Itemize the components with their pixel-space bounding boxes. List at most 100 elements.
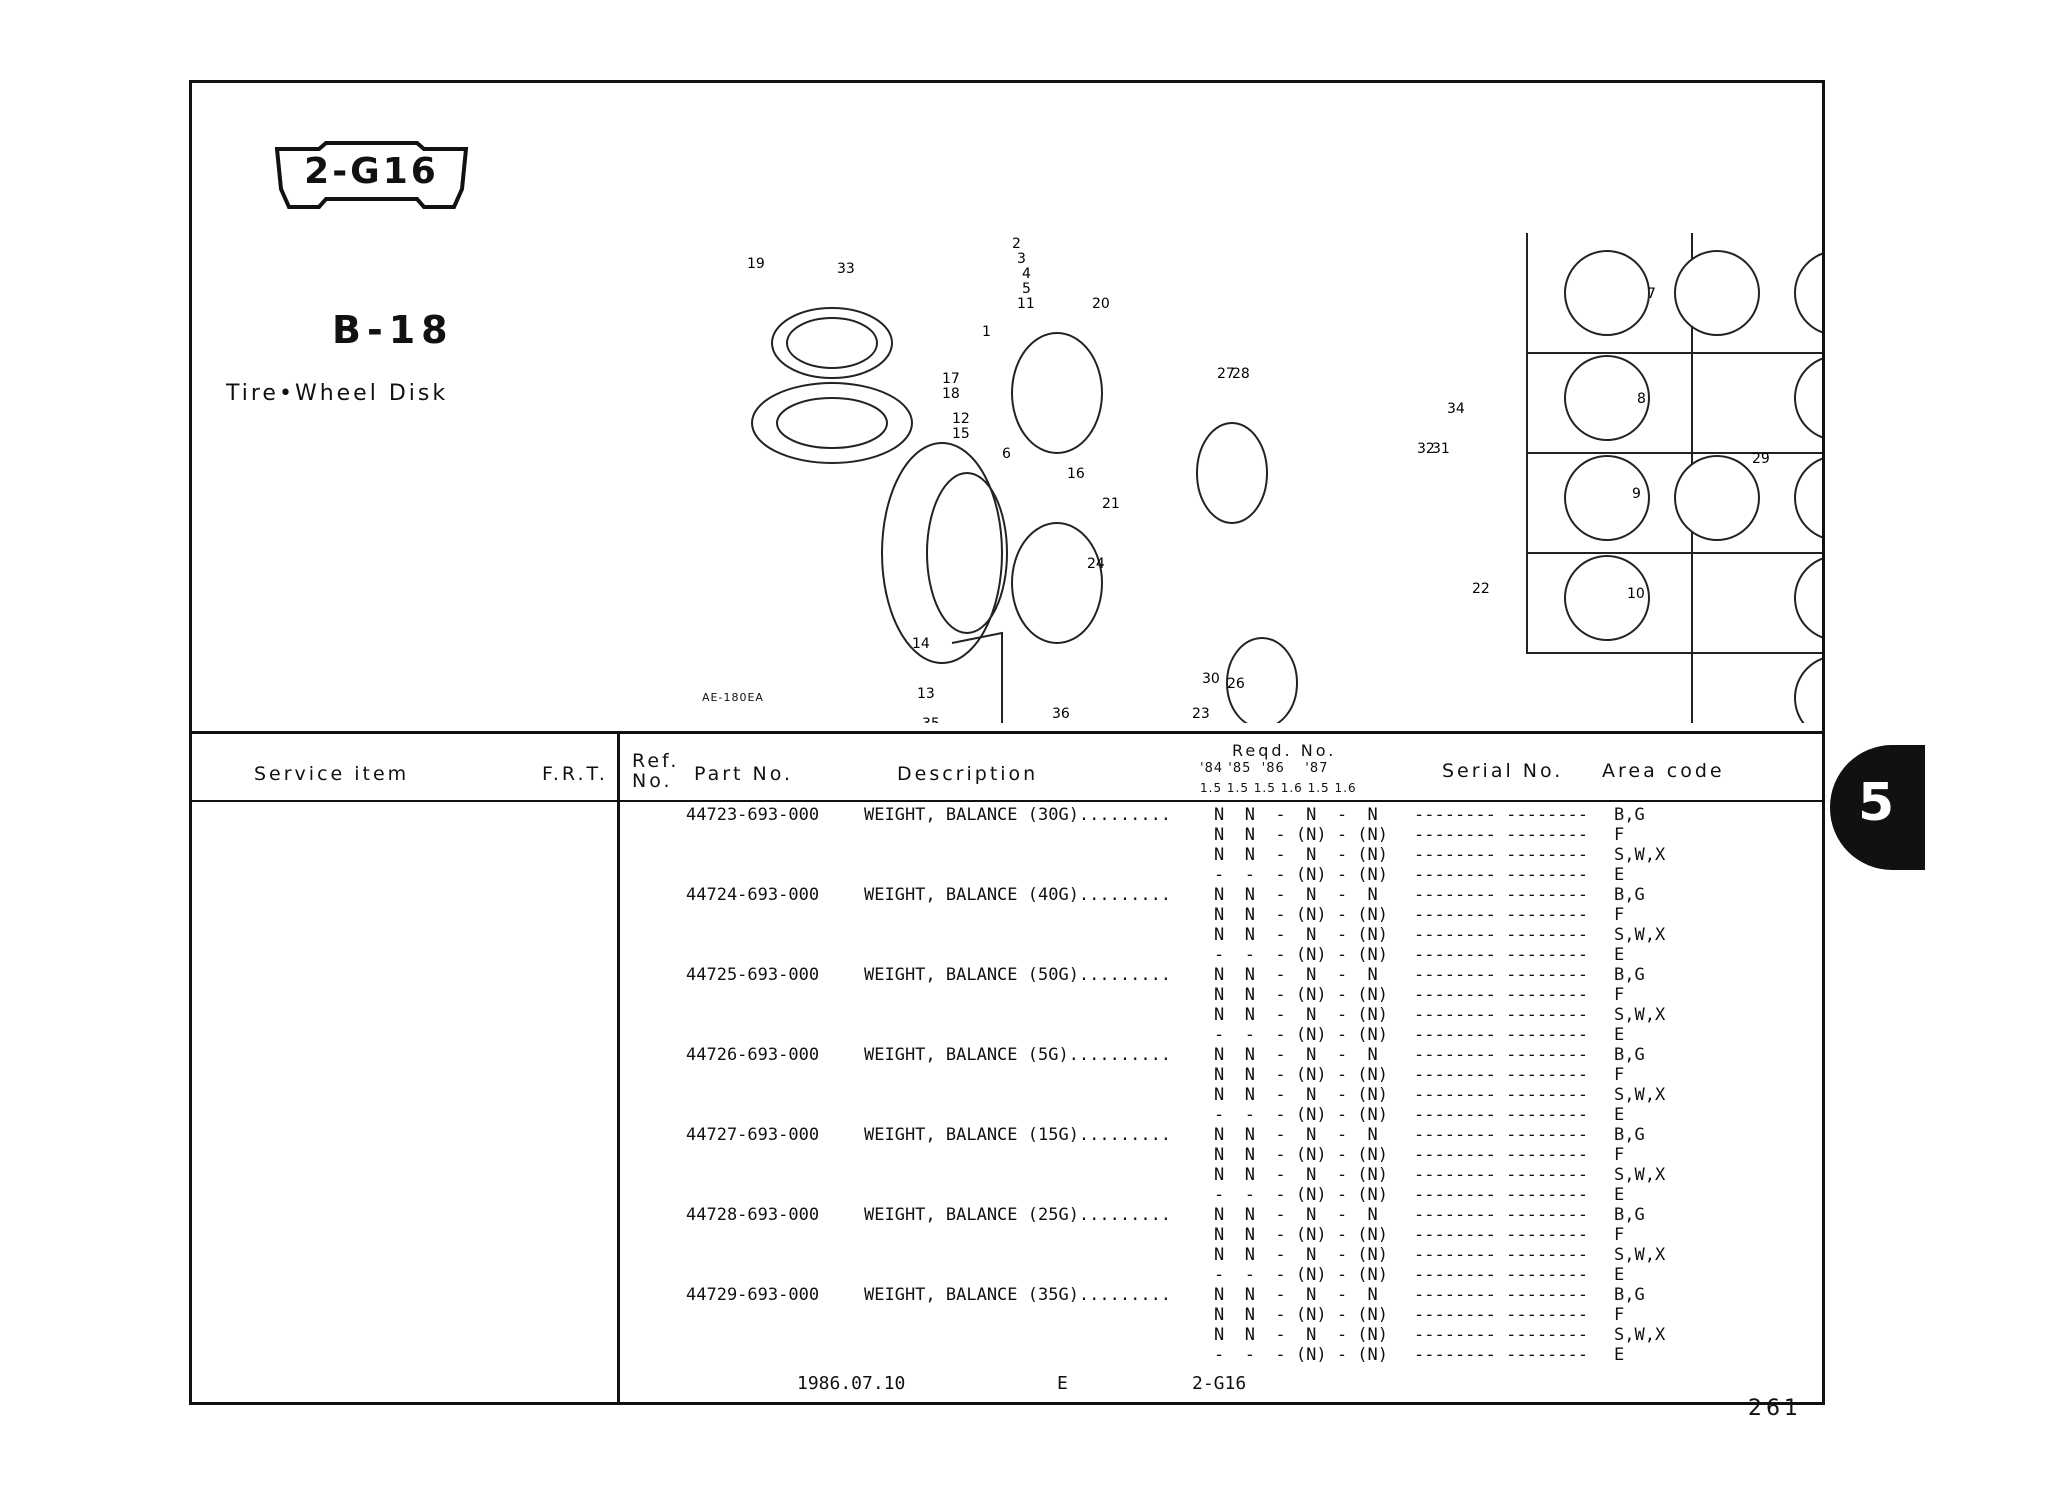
table-row: N N - N - (N)-------- --------S,W,X bbox=[192, 1005, 1822, 1025]
quantity-cell: N N - (N) - (N) bbox=[1214, 1225, 1388, 1245]
table-row: N N - (N) - (N)-------- --------F bbox=[192, 1145, 1822, 1165]
part-number-cell: 44728-693-000 bbox=[686, 1205, 820, 1225]
area-code-cell: F bbox=[1614, 1305, 1625, 1325]
badge-outline bbox=[274, 141, 469, 209]
quantity-cell: N N - N - N bbox=[1214, 1285, 1378, 1305]
section-code: B-18 bbox=[332, 308, 454, 352]
diagram-callout: 20 bbox=[1092, 296, 1110, 312]
diagram-callout: 12 bbox=[952, 411, 970, 427]
description-cell: WEIGHT, BALANCE (40G)......... bbox=[864, 885, 1172, 905]
area-code-cell: S,W,X bbox=[1614, 1325, 1666, 1345]
column-divider bbox=[617, 731, 620, 1405]
quantity-cell: - - - (N) - (N) bbox=[1214, 945, 1388, 965]
serial-no-cell: -------- -------- bbox=[1414, 1325, 1588, 1345]
quantity-cell: N N - N - N bbox=[1214, 885, 1378, 905]
quantity-cell: N N - (N) - (N) bbox=[1214, 1145, 1388, 1165]
area-code-cell: F bbox=[1614, 985, 1625, 1005]
footer-language: E bbox=[1057, 1373, 1068, 1394]
diagram-callout: 36 bbox=[1052, 706, 1070, 722]
table-row: - - - (N) - (N)-------- --------E bbox=[192, 1345, 1822, 1365]
serial-no-cell: -------- -------- bbox=[1414, 1045, 1588, 1065]
diagram-callout: 3 bbox=[1017, 251, 1026, 267]
diagram-callout: 33 bbox=[837, 261, 855, 277]
years-header: '84 '85 '86 '87 bbox=[1200, 761, 1329, 776]
serial-no-cell: -------- -------- bbox=[1414, 1005, 1588, 1025]
quantity-cell: N N - N - (N) bbox=[1214, 1245, 1388, 1265]
diagram-callout: 35 bbox=[922, 716, 940, 723]
catalog-badge: 2-G16 bbox=[274, 141, 469, 211]
diagram-callout: 7 bbox=[1647, 286, 1656, 302]
serial-no-cell: -------- -------- bbox=[1414, 1025, 1588, 1045]
quantity-cell: N N - (N) - (N) bbox=[1214, 985, 1388, 1005]
reqd-no-header: Reqd. No. bbox=[1232, 741, 1337, 760]
serial-no-header: Serial No. bbox=[1442, 760, 1564, 782]
serial-no-cell: -------- -------- bbox=[1414, 925, 1588, 945]
serial-no-cell: -------- -------- bbox=[1414, 805, 1588, 825]
service-item-header: Service item bbox=[254, 763, 410, 785]
part-no-header: Part No. bbox=[694, 763, 794, 785]
diagram-callout: 28 bbox=[1232, 366, 1250, 382]
table-row: - - - (N) - (N)-------- --------E bbox=[192, 1185, 1822, 1205]
serial-no-cell: -------- -------- bbox=[1414, 1205, 1588, 1225]
area-code-cell: B,G bbox=[1614, 1285, 1645, 1305]
table-row: - - - (N) - (N)-------- --------E bbox=[192, 865, 1822, 885]
quantity-cell: N N - N - N bbox=[1214, 965, 1378, 985]
diagram-table-divider bbox=[192, 731, 1822, 734]
quantity-cell: N N - N - (N) bbox=[1214, 1085, 1388, 1105]
section-tab-label: 5 bbox=[1858, 773, 1895, 833]
diagram-callout: 31 bbox=[1432, 441, 1450, 457]
diagram-callout: 6 bbox=[1002, 446, 1011, 462]
area-code-cell: S,W,X bbox=[1614, 1165, 1666, 1185]
diagram-callout: 15 bbox=[952, 426, 970, 442]
quantity-cell: N N - N - N bbox=[1214, 1205, 1378, 1225]
description-cell: WEIGHT, BALANCE (30G)......... bbox=[864, 805, 1172, 825]
serial-no-cell: -------- -------- bbox=[1414, 945, 1588, 965]
area-code-cell: S,W,X bbox=[1614, 845, 1666, 865]
table-row: N N - (N) - (N)-------- --------F bbox=[192, 1305, 1822, 1325]
section-tab: 5 bbox=[1830, 745, 1925, 870]
table-row: N N - N - (N)-------- --------S,W,X bbox=[192, 1165, 1822, 1185]
serial-no-cell: -------- -------- bbox=[1414, 1065, 1588, 1085]
quantity-cell: - - - (N) - (N) bbox=[1214, 1185, 1388, 1205]
description-cell: WEIGHT, BALANCE (35G)......... bbox=[864, 1285, 1172, 1305]
serial-no-cell: -------- -------- bbox=[1414, 1125, 1588, 1145]
serial-no-cell: -------- -------- bbox=[1414, 1265, 1588, 1285]
serial-no-cell: -------- -------- bbox=[1414, 825, 1588, 845]
diagram-callout: 30 bbox=[1202, 671, 1220, 687]
area-code-cell: E bbox=[1614, 945, 1625, 965]
serial-no-cell: -------- -------- bbox=[1414, 845, 1588, 865]
diagram-callout: 1 bbox=[982, 324, 991, 340]
diagram-callout: 16 bbox=[1067, 466, 1085, 482]
frt-header: F.R.T. bbox=[542, 763, 608, 785]
quantity-cell: - - - (N) - (N) bbox=[1214, 1265, 1388, 1285]
area-code-cell: F bbox=[1614, 1065, 1625, 1085]
serial-no-cell: -------- -------- bbox=[1414, 1145, 1588, 1165]
serial-no-cell: -------- -------- bbox=[1414, 885, 1588, 905]
quantity-cell: N N - N - (N) bbox=[1214, 1165, 1388, 1185]
diagram-callout: 13 bbox=[917, 686, 935, 702]
quantity-cell: N N - N - N bbox=[1214, 1125, 1378, 1145]
area-code-cell: E bbox=[1614, 1025, 1625, 1045]
table-header-rule bbox=[192, 800, 1822, 802]
table-row: - - - (N) - (N)-------- --------E bbox=[192, 1025, 1822, 1045]
area-code-cell: F bbox=[1614, 825, 1625, 845]
diagram-callout: 11 bbox=[1017, 296, 1035, 312]
diagram-callout: 26 bbox=[1227, 676, 1245, 692]
area-code-cell: B,G bbox=[1614, 805, 1645, 825]
table-row: N N - (N) - (N)-------- --------F bbox=[192, 825, 1822, 845]
area-code-cell: S,W,X bbox=[1614, 1085, 1666, 1105]
description-header: Description bbox=[897, 763, 1039, 785]
figure-code: AE-180EA bbox=[702, 691, 764, 704]
table-row: N N - N - (N)-------- --------S,W,X bbox=[192, 925, 1822, 945]
quantity-cell: N N - N - (N) bbox=[1214, 1005, 1388, 1025]
area-code-cell: E bbox=[1614, 1105, 1625, 1125]
section-title: Tire•Wheel Disk bbox=[226, 381, 449, 406]
page-number: 261 bbox=[1748, 1396, 1802, 1421]
serial-no-cell: -------- -------- bbox=[1414, 1345, 1588, 1365]
table-row: - - - (N) - (N)-------- --------E bbox=[192, 1265, 1822, 1285]
area-code-cell: F bbox=[1614, 905, 1625, 925]
